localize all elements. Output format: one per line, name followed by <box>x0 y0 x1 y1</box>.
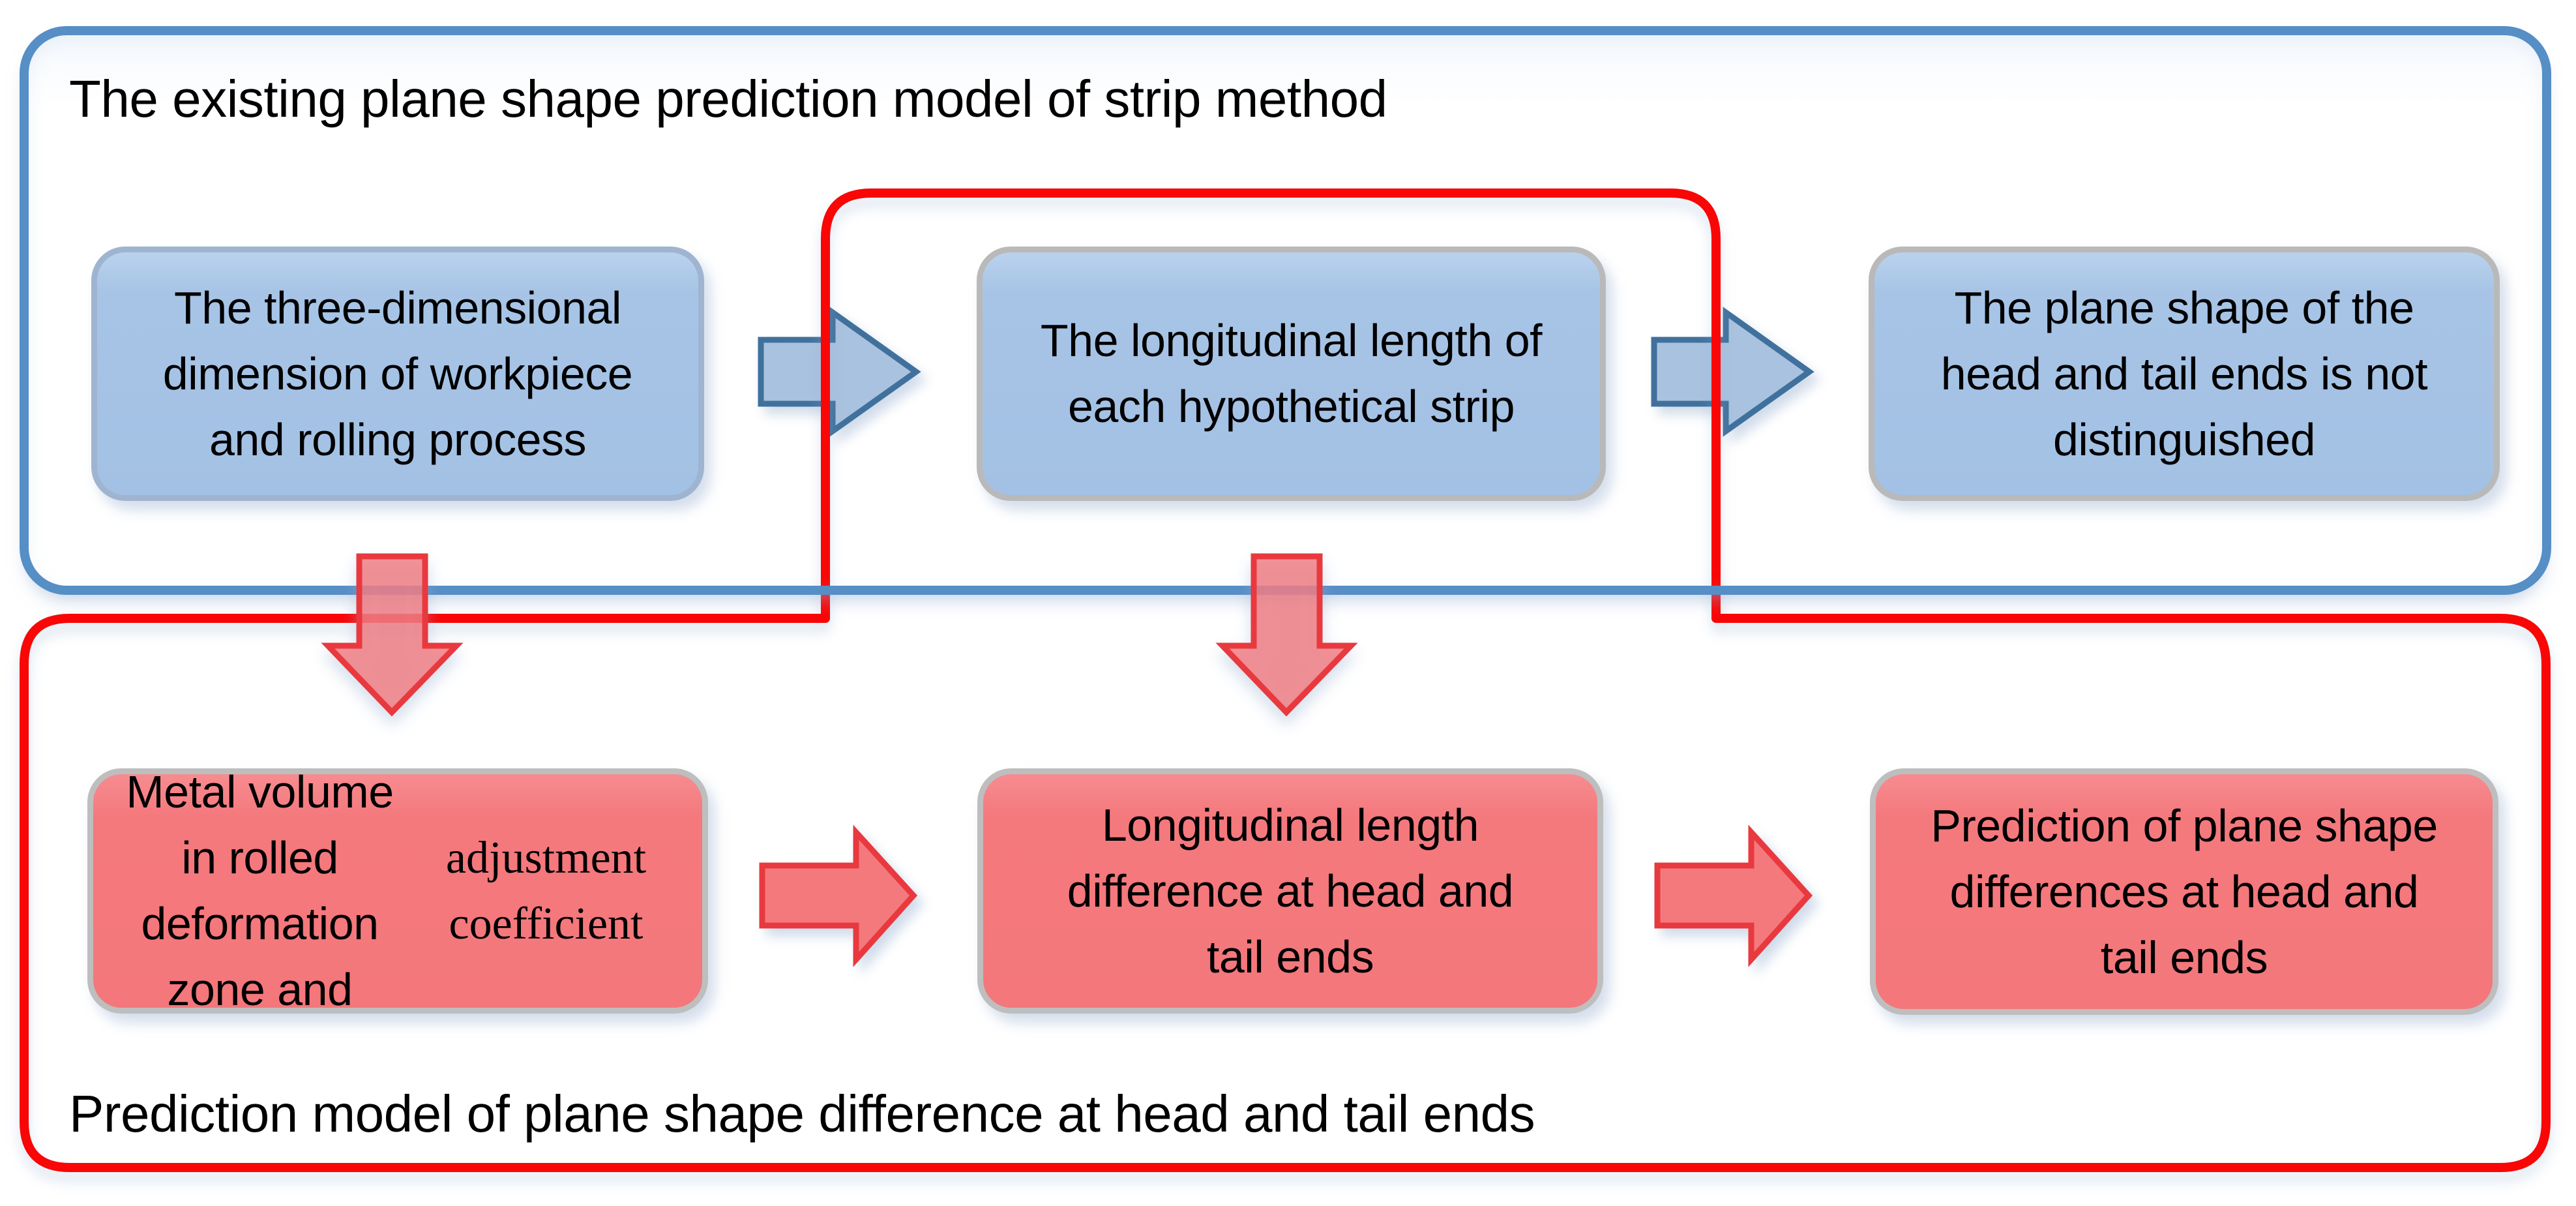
box-length-difference: Longitudinal length difference at head a… <box>977 768 1603 1014</box>
prediction-model-group-title: Prediction model of plane shape differen… <box>69 1085 1535 1143</box>
box-metal-volume-coefficient: Metal volume in rolled deformation zone … <box>87 766 708 1015</box>
box-metal-volume-serif-text: adjustment coefficient <box>445 833 647 949</box>
flow-arrow-right-red-icon <box>1654 824 1813 967</box>
box-prediction-differences: Prediction of plane shape differences at… <box>1870 768 2498 1015</box>
box-metal-volume-main-text: Metal volume in rolled deformation zone … <box>126 766 394 1015</box>
flow-arrow-right-red-icon <box>759 824 918 967</box>
existing-model-group-title: The existing plane shape prediction mode… <box>69 70 1387 128</box>
